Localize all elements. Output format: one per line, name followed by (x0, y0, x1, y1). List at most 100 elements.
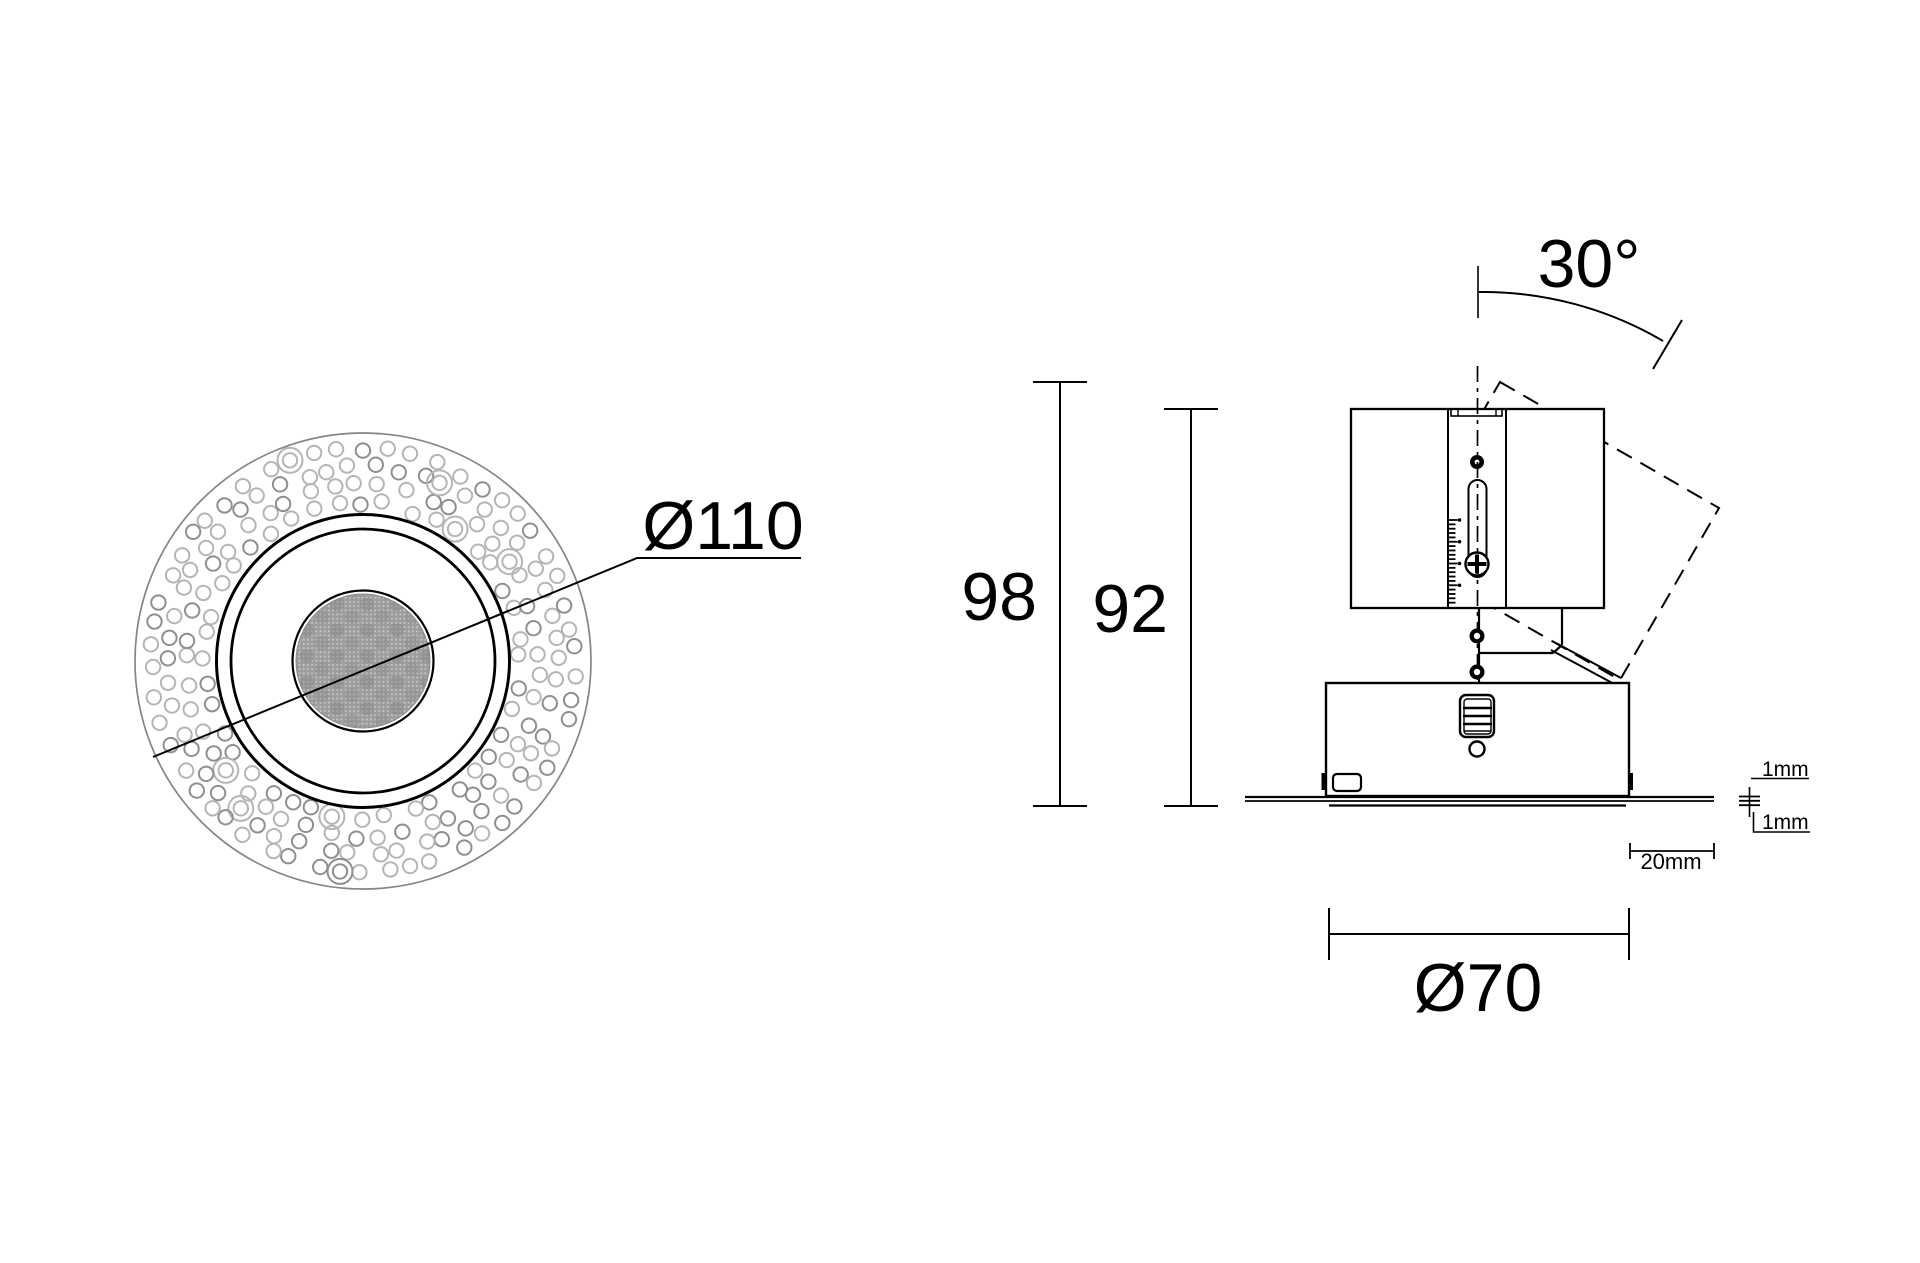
perforation-hole (398, 481, 415, 499)
perforation-hole (446, 520, 464, 538)
tilted-arm-edge-2 (1550, 649, 1617, 686)
perforation-hole (194, 723, 212, 740)
perforation-hole (351, 864, 368, 881)
perforation-hole (492, 726, 510, 744)
lens-bezel-circle (291, 589, 435, 733)
perforation-hole (494, 582, 511, 600)
perforation-hole (512, 766, 529, 783)
perforation-hole (180, 677, 198, 694)
perforation-hole (214, 575, 231, 592)
flange-extension-dimension (1629, 843, 1715, 859)
perforation-holes (142, 440, 584, 885)
perforation-hole (390, 464, 407, 481)
perforation-hole (305, 444, 323, 462)
perforation-hole (494, 814, 511, 832)
perforation-hole (431, 474, 448, 492)
perforation-hole (257, 798, 275, 815)
dia110-label: Ø110 (642, 488, 803, 564)
perforation-hole (466, 762, 484, 779)
perforation-hole (476, 501, 493, 518)
perforation-hole (204, 555, 222, 572)
perforation-hole (323, 842, 340, 859)
perforation-hole (162, 736, 179, 754)
perforation-hole (480, 773, 497, 790)
perforation-hole (198, 623, 215, 640)
perforation-hole (473, 825, 491, 842)
dia110-leader-line (152, 557, 801, 758)
perforation-hole (209, 784, 227, 802)
perforation-hole (249, 817, 266, 834)
perforation-hole (373, 493, 390, 510)
perforation-hole (456, 487, 474, 504)
perforation-hole (560, 710, 578, 728)
perforation-hole (197, 539, 215, 557)
housing-label-plate (1331, 772, 1363, 793)
tilted-arm-edge-1 (1555, 642, 1622, 679)
perforation-washer (276, 446, 304, 474)
perforation-hole (419, 833, 436, 850)
perforation-hole (372, 846, 390, 863)
perforation-hole (144, 658, 162, 676)
perforation-hole (452, 468, 469, 485)
perforation-hole (248, 487, 265, 504)
adjustment-scale-ticks (1449, 518, 1462, 604)
perforation-hole (543, 740, 561, 757)
perforation-hole (550, 649, 567, 666)
perforation-hole (164, 567, 182, 584)
perforation-hole (510, 646, 527, 663)
perforation-hole (175, 579, 193, 596)
perforation-hole (285, 794, 302, 811)
perforation-hole (217, 762, 235, 779)
yoke-neck (1477, 608, 1564, 683)
perforation-hole (216, 497, 233, 514)
perforation-hole (433, 831, 451, 848)
perforation-hole (492, 519, 510, 537)
angle-arc (1478, 290, 1664, 342)
perforation-hole (503, 700, 521, 718)
perforation-hole (195, 584, 212, 602)
perforation-hole (348, 830, 365, 847)
perforation-hole (482, 554, 499, 571)
perforation-hole (456, 839, 473, 856)
perforation-hole (531, 666, 549, 684)
perforation-hole (541, 695, 558, 712)
perforation-hole (312, 858, 329, 876)
perforation-hole (216, 725, 234, 742)
neck-corner-chamfer (1552, 644, 1563, 654)
perforation-hole (232, 501, 249, 518)
perforation-hole (302, 483, 320, 500)
perforation-hole (262, 504, 279, 522)
scale-dot (1457, 539, 1462, 544)
connector-outline (1458, 693, 1496, 739)
height-98-dimension (1033, 381, 1087, 807)
perforation-hole (555, 597, 573, 614)
perforation-hole (560, 621, 578, 638)
perforation-hole (508, 534, 526, 551)
perforation-hole (205, 745, 222, 762)
perforation-hole (539, 759, 556, 776)
perforation-hole (159, 674, 177, 691)
perforation-hole (529, 646, 546, 663)
perforation-hole (331, 495, 349, 512)
perforation-hole (439, 810, 457, 827)
perforation-washer (496, 548, 524, 576)
lens-hex-shade (295, 593, 431, 729)
perforation-hole (302, 799, 320, 816)
perforation-hole (197, 765, 215, 783)
perforation-hole (146, 613, 163, 630)
connector-block (1458, 693, 1496, 739)
top-view: Ø110 (134, 432, 804, 890)
perforation-hole (243, 765, 261, 782)
perforation-hole (512, 631, 529, 648)
perforation-hole (537, 548, 555, 565)
perforation-hole (424, 813, 441, 831)
perforation-hole (318, 463, 335, 481)
perforation-hole (177, 762, 195, 779)
perforation-hole (176, 726, 193, 743)
perforation-hole (183, 602, 201, 619)
perforation-hole (173, 547, 191, 564)
perforation-hole (401, 857, 419, 875)
perforation-hole (145, 689, 163, 706)
perforation-hole (297, 816, 315, 834)
perforation-washer (212, 756, 240, 784)
